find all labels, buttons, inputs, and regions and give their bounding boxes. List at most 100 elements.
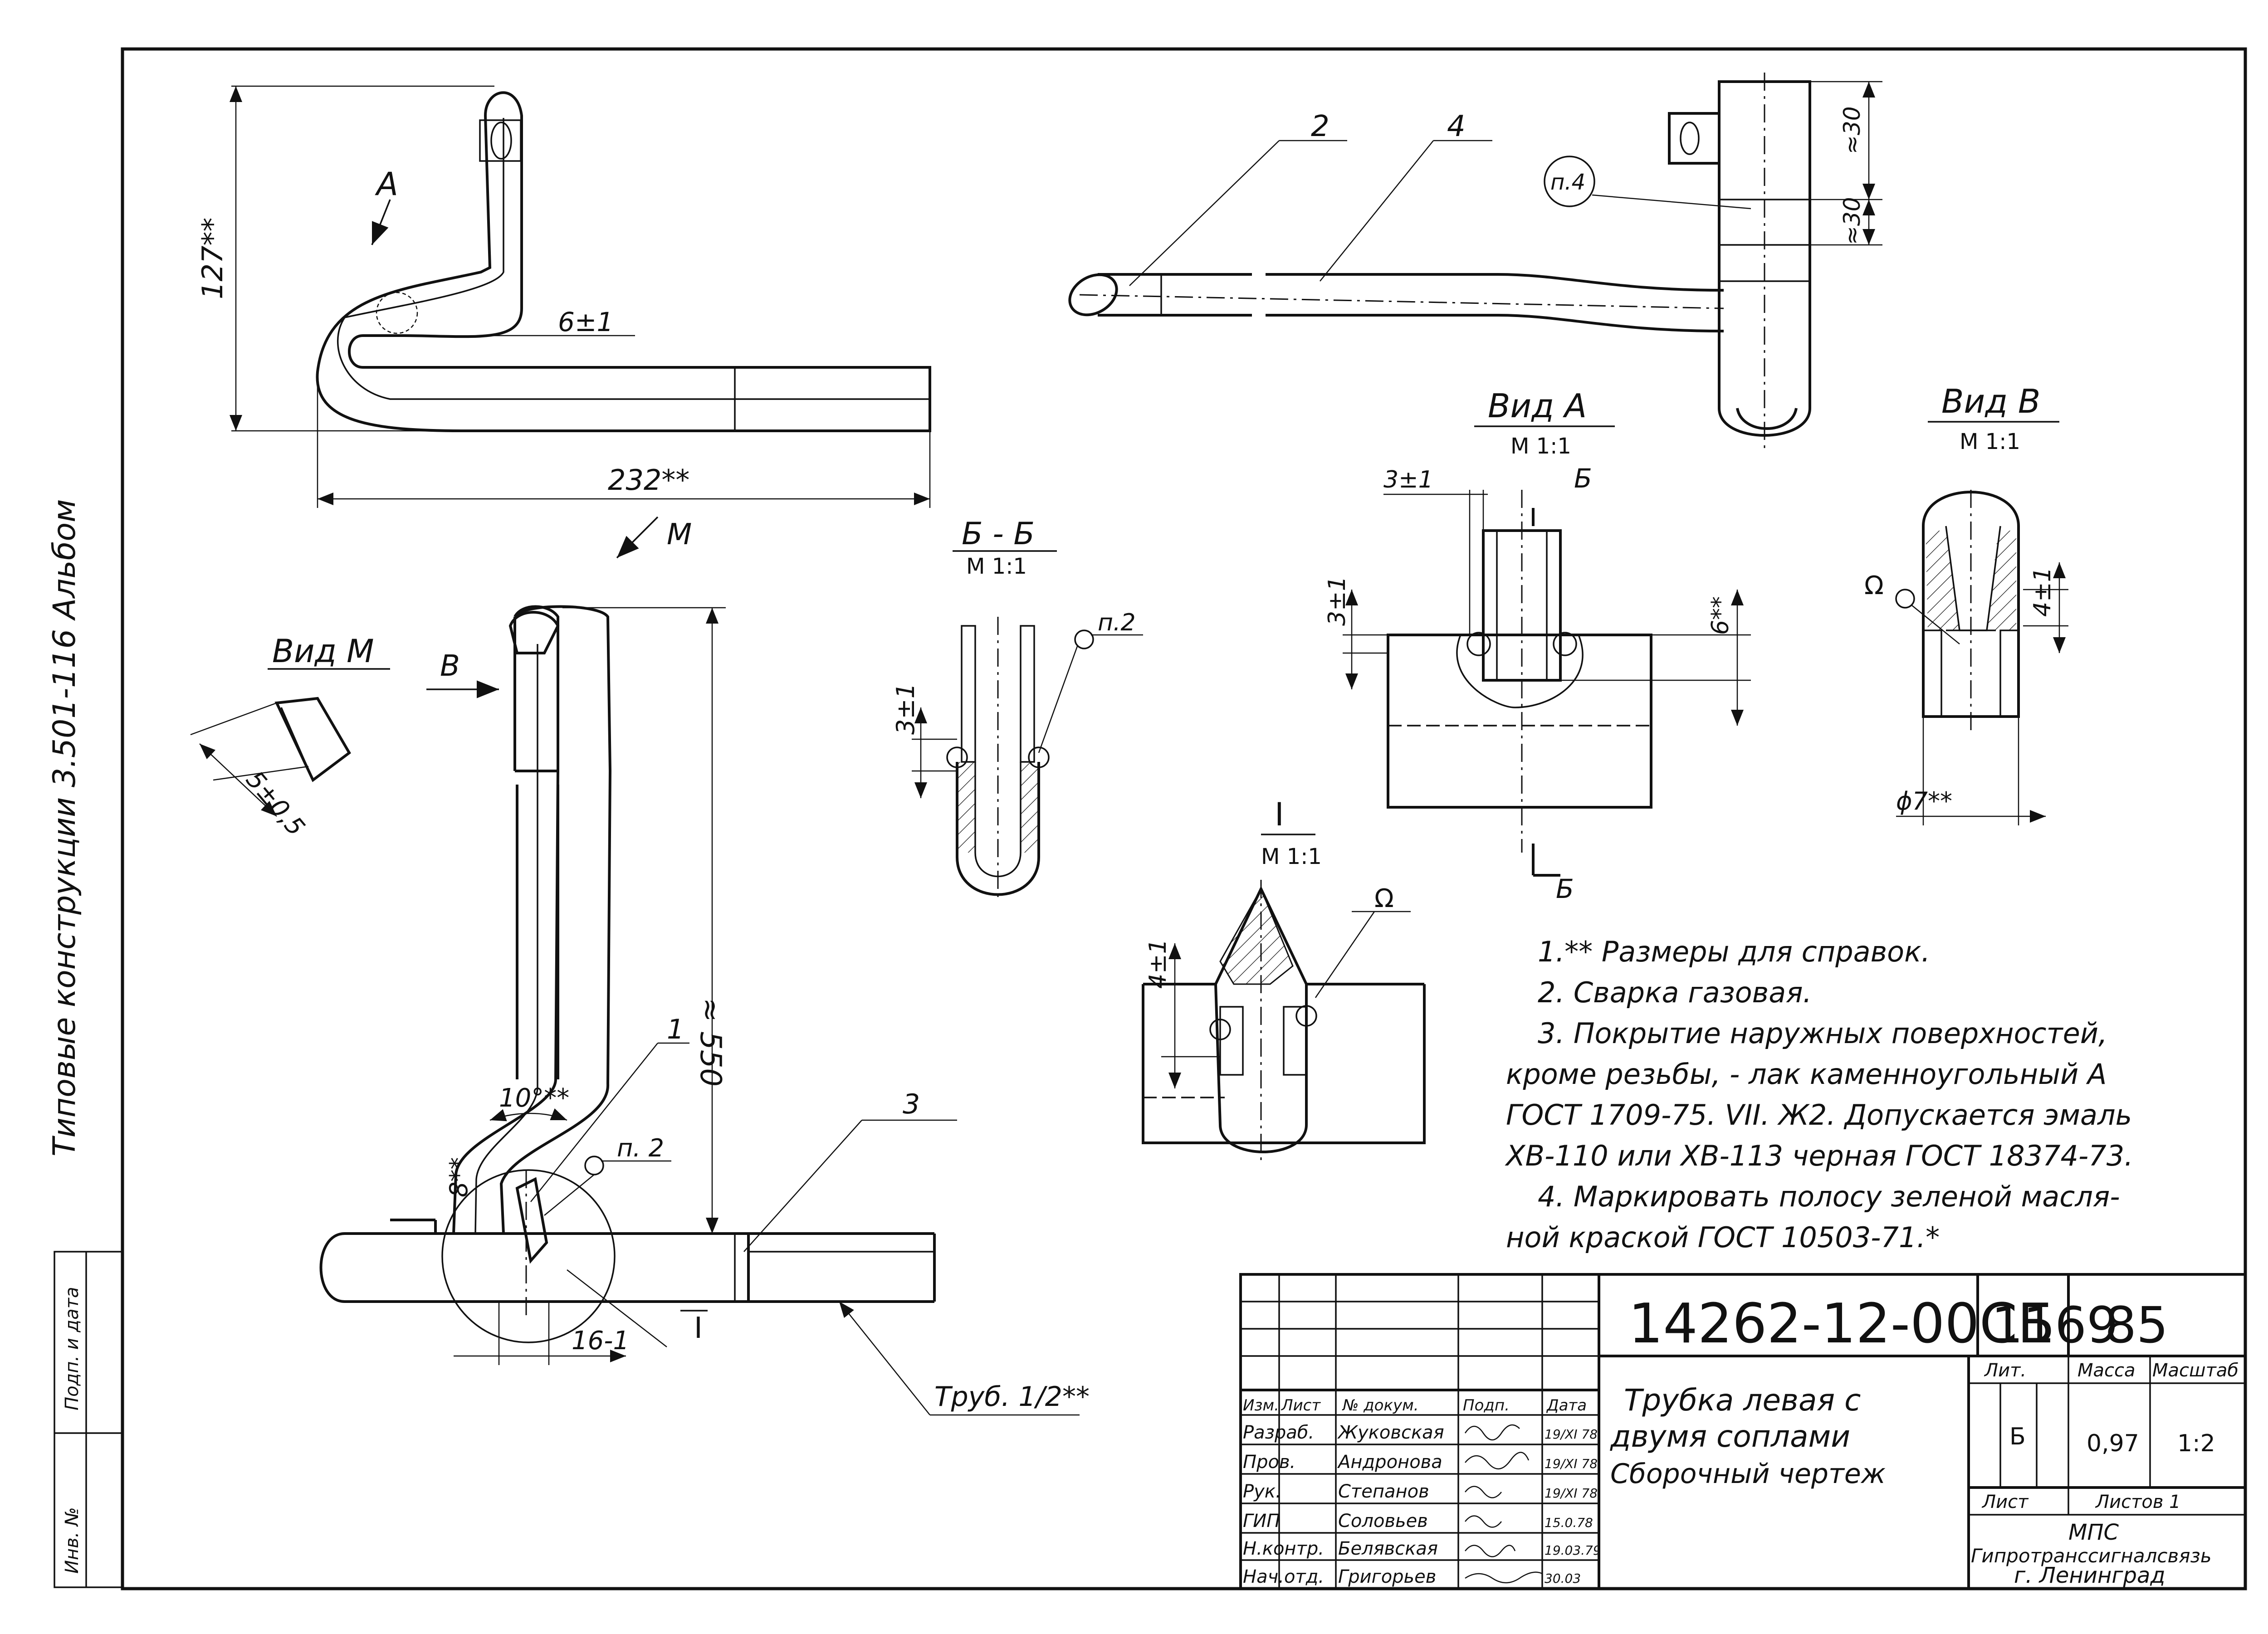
section-bb-title: Б - Б xyxy=(962,516,1035,552)
note-line-5: ГОСТ 1709-75. VII. Ж2. Допускается эмаль xyxy=(1506,1098,2132,1132)
view-v-dim-right: 4±1 xyxy=(2029,567,2056,617)
date-gip: 15.0.78 xyxy=(1545,1515,1593,1530)
note-line-4: кроме резьбы, - лак каменноугольный А xyxy=(1506,1058,2107,1091)
title-block: Изм. Лист № докум. Подп. Дата Разраб. Жу… xyxy=(1239,1273,2247,1590)
dim-gap-6: 6±1 xyxy=(558,307,613,337)
date-prov: 19/XI 78 xyxy=(1545,1456,1598,1471)
detail-i: I М 1:1 4±1 Ω xyxy=(1142,796,1426,1161)
scale-value: 1:2 xyxy=(2177,1430,2215,1457)
name-ruk: Степанов xyxy=(1338,1481,1429,1502)
dim-angle-10: 10°** xyxy=(499,1083,569,1113)
dim-length-232: 232** xyxy=(608,463,689,497)
view-m-title: Вид М xyxy=(272,633,374,670)
note-line-3: 3. Покрытие наружных поверхностей, xyxy=(1538,1017,2107,1050)
mass-label: Масса xyxy=(2077,1360,2136,1381)
section-bb-item-ref: п.2 xyxy=(1098,609,1136,636)
view-v-scale: М 1:1 xyxy=(1960,429,2020,454)
dim-bottom-16: 16-1 xyxy=(572,1326,629,1356)
pipe-spec-label: Труб. 1/2** xyxy=(934,1381,1090,1413)
view-v-title: Вид В xyxy=(1941,382,2040,420)
title-line-1: Трубка левая с xyxy=(1624,1383,1861,1418)
note-line-8: ной краской ГОСТ 10503-71.* xyxy=(1506,1221,1940,1254)
item-ref-p2: п. 2 xyxy=(617,1134,664,1162)
view-arrow-a-label: А xyxy=(375,166,398,203)
note-line-7: 4. Маркировать полосу зеленой масля- xyxy=(1538,1180,2120,1213)
scale-label: Масштаб xyxy=(2152,1360,2239,1381)
name-nachotd: Григорьев xyxy=(1338,1566,1436,1587)
lit-value: Б xyxy=(2009,1423,2026,1450)
view-a-section-mark-bottom: Б xyxy=(1556,873,1574,904)
title-line-3: Сборочный чертеж xyxy=(1610,1458,1886,1490)
dim-small-8: 8** xyxy=(445,1157,473,1197)
detail-i-dim: 4±1 xyxy=(1144,939,1172,989)
tbl-header-doc: № докум. xyxy=(1342,1396,1419,1415)
name-razrab: Жуковская xyxy=(1337,1422,1444,1443)
technical-notes: 1.** Размеры для справок. 2. Сварка газо… xyxy=(1505,935,2133,1254)
mass-value: 0,97 xyxy=(2087,1430,2139,1457)
tbl-header-date: Дата xyxy=(1546,1396,1587,1415)
album-stamp-text: Типовые конструкции 3.501-116 Альбом xyxy=(47,499,83,1156)
binding-inventory-label: Инв. № xyxy=(62,1507,83,1574)
detail-i-scale: М 1:1 xyxy=(1261,844,1322,869)
view-arrow-v-label: В xyxy=(440,649,460,683)
section-bb-dim: 3±1 xyxy=(891,683,920,735)
org-line-1: МПС xyxy=(2068,1520,2119,1545)
dim-height-127: 127** xyxy=(196,218,229,299)
part-3-label: 3 xyxy=(903,1088,920,1120)
view-a-dim-left: 3±1 xyxy=(1324,576,1351,626)
role-gip: ГИП xyxy=(1243,1511,1280,1532)
dim-approx-30-b: ≈30 xyxy=(1839,197,1865,245)
part-1-label: 1 xyxy=(667,1014,684,1045)
note-line-6: ХВ-110 или ХВ-113 черная ГОСТ 18374-73. xyxy=(1505,1139,2133,1172)
role-nachotd: Нач.отд. xyxy=(1243,1566,1324,1587)
detail-i-weld-mark: Ω xyxy=(1374,884,1394,913)
view-m: Вид М 5±0,5 xyxy=(190,633,390,841)
main-view-lower: ≈ 550 10°** 8** 16-1 В 1 3 п. 2 I Труб. … xyxy=(319,605,1090,1416)
org-line-2: Гипротранссигналсвязь xyxy=(1971,1545,2212,1567)
view-a-section-mark-top: Б xyxy=(1574,463,1592,494)
tbl-header-izm: Изм. xyxy=(1243,1396,1279,1415)
date-razrab: 19/XI 78 xyxy=(1545,1427,1598,1442)
view-arrow-m-label: М xyxy=(667,518,692,551)
signatures xyxy=(1464,1424,1543,1584)
name-nkontr: Белявская xyxy=(1338,1538,1438,1559)
role-razrab: Разраб. xyxy=(1243,1422,1314,1443)
view-v-dim-bottom: ϕ7** xyxy=(1896,787,1952,815)
side-stamp: Типовые конструкции 3.501-116 Альбом xyxy=(47,499,83,1156)
role-prov: Пров. xyxy=(1243,1452,1295,1473)
tbl-header-sign: Подп. xyxy=(1463,1396,1510,1415)
main-view-top: 127** 232** 6±1 А М xyxy=(196,85,931,559)
date-ruk: 19/XI 78 xyxy=(1545,1486,1598,1501)
role-ruk: Рук. xyxy=(1243,1481,1281,1502)
sheet-sub: 85 xyxy=(2105,1296,2168,1354)
view-a-dim-right: 6** xyxy=(1707,596,1734,635)
note-line-2: 2. Сварка газовая. xyxy=(1538,976,1812,1009)
section-bb: Б - Б М 1:1 3±1 п.2 xyxy=(891,516,1143,902)
section-bb-scale: М 1:1 xyxy=(966,554,1027,579)
doc-number: 14262-12-00СБ xyxy=(1628,1293,2055,1356)
dim-approx-30-a: ≈30 xyxy=(1839,106,1865,154)
sheet-code: 1169 xyxy=(1991,1296,2118,1354)
view-v: Вид В М 1:1 4±1 ϕ7** Ω xyxy=(1864,382,2068,825)
name-gip: Соловьев xyxy=(1338,1511,1428,1532)
view-a-title: Вид А xyxy=(1488,387,1587,425)
date-nkontr: 19.03.79 xyxy=(1545,1543,1601,1558)
view-a-scale: М 1:1 xyxy=(1510,434,1571,459)
title-line-2: двумя соплами xyxy=(1610,1419,1850,1454)
date-nachotd: 30.03 xyxy=(1545,1571,1581,1586)
org-line-3: г. Ленинград xyxy=(2014,1563,2165,1588)
view-a-dim-top: 3±1 xyxy=(1383,466,1433,493)
top-right-view: 2 4 п.4 ≈30 ≈30 xyxy=(1068,73,1882,454)
item-ref-p4: п.4 xyxy=(1550,170,1585,195)
note-line-1: 1.** Размеры для справок. xyxy=(1538,935,1930,968)
name-prov: Андронова xyxy=(1337,1452,1442,1473)
part-4-label: 4 xyxy=(1447,110,1466,143)
lit-label: Лит. xyxy=(1984,1360,2026,1381)
tbl-header-list: Лист xyxy=(1281,1396,1321,1415)
sheets-label: Листов 1 xyxy=(2095,1492,2181,1512)
role-nkontr: Н.контр. xyxy=(1243,1538,1324,1559)
part-2-label: 2 xyxy=(1311,110,1330,143)
sheet-label: Лист xyxy=(1981,1492,2029,1512)
view-v-weld-mark: Ω xyxy=(1864,571,1884,600)
